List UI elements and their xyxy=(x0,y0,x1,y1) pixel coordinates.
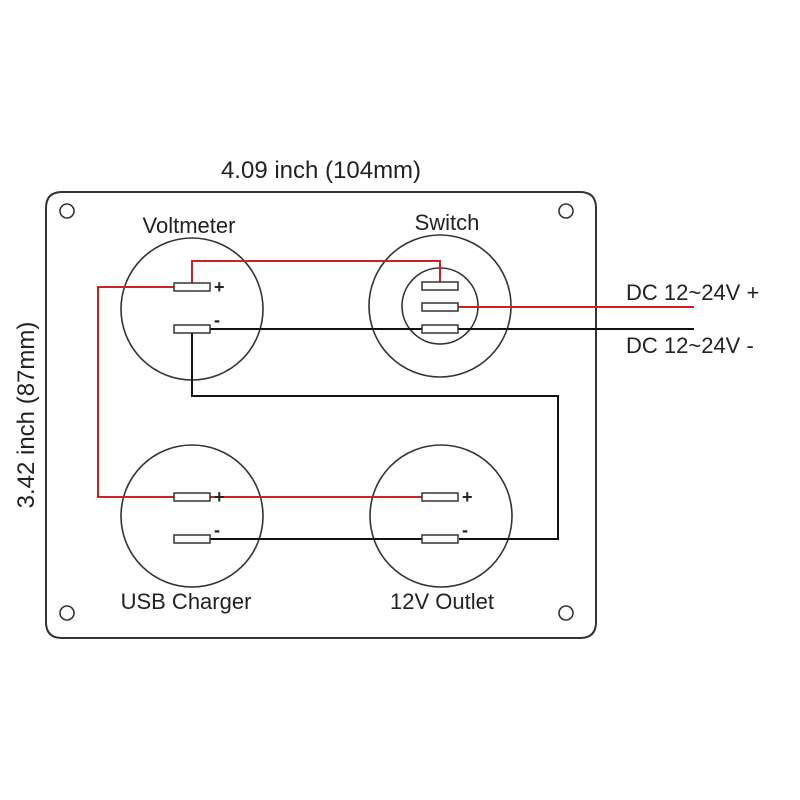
outlet-body xyxy=(369,444,513,588)
switch-terminal-top xyxy=(421,281,459,291)
supply-negative-label: DC 12~24V - xyxy=(626,333,754,358)
outlet-neg-mark: - xyxy=(462,520,468,540)
outlet-pos-terminal xyxy=(421,492,459,502)
terminals xyxy=(173,281,459,544)
mounting-hole-top-right xyxy=(558,203,574,219)
voltmeter-pos-terminal xyxy=(173,282,211,292)
wire-voltmeter-neg-to-outlet-neg xyxy=(191,329,559,540)
usb-neg-terminal xyxy=(173,534,211,544)
voltmeter-neg-mark: - xyxy=(214,310,220,330)
usb-charger-body xyxy=(120,444,264,588)
outlet-pos-mark: + xyxy=(462,487,473,507)
outlet-label: 12V Outlet xyxy=(390,589,494,614)
positive-wires xyxy=(97,260,694,498)
switch-terminal-middle xyxy=(421,302,459,312)
usb-pos-mark: + xyxy=(214,487,225,507)
wire-voltmeter-pos-to-switch xyxy=(191,260,441,287)
wire-voltmeter-pos-to-usb-pos xyxy=(97,286,174,498)
mounting-hole-bottom-right xyxy=(558,605,574,621)
voltmeter-pos-mark: + xyxy=(214,277,225,297)
panel-outline xyxy=(45,191,597,639)
negative-wires xyxy=(191,328,694,540)
voltmeter-neg-terminal xyxy=(173,324,211,334)
usb-charger-label: USB Charger xyxy=(121,589,252,614)
width-dimension-label: 4.09 inch (104mm) xyxy=(221,157,421,184)
usb-pos-terminal xyxy=(173,492,211,502)
supply-positive-label: DC 12~24V + xyxy=(626,280,759,305)
switch-label: Switch xyxy=(415,210,480,235)
outlet-neg-terminal xyxy=(421,534,459,544)
switch-terminal-bottom xyxy=(421,324,459,334)
usb-neg-mark: - xyxy=(214,520,220,540)
mounting-hole-top-left xyxy=(59,203,75,219)
height-dimension-label: 3.42 inch (87mm) xyxy=(13,322,40,509)
mounting-hole-bottom-left xyxy=(59,605,75,621)
voltmeter-label: Voltmeter xyxy=(143,213,236,238)
